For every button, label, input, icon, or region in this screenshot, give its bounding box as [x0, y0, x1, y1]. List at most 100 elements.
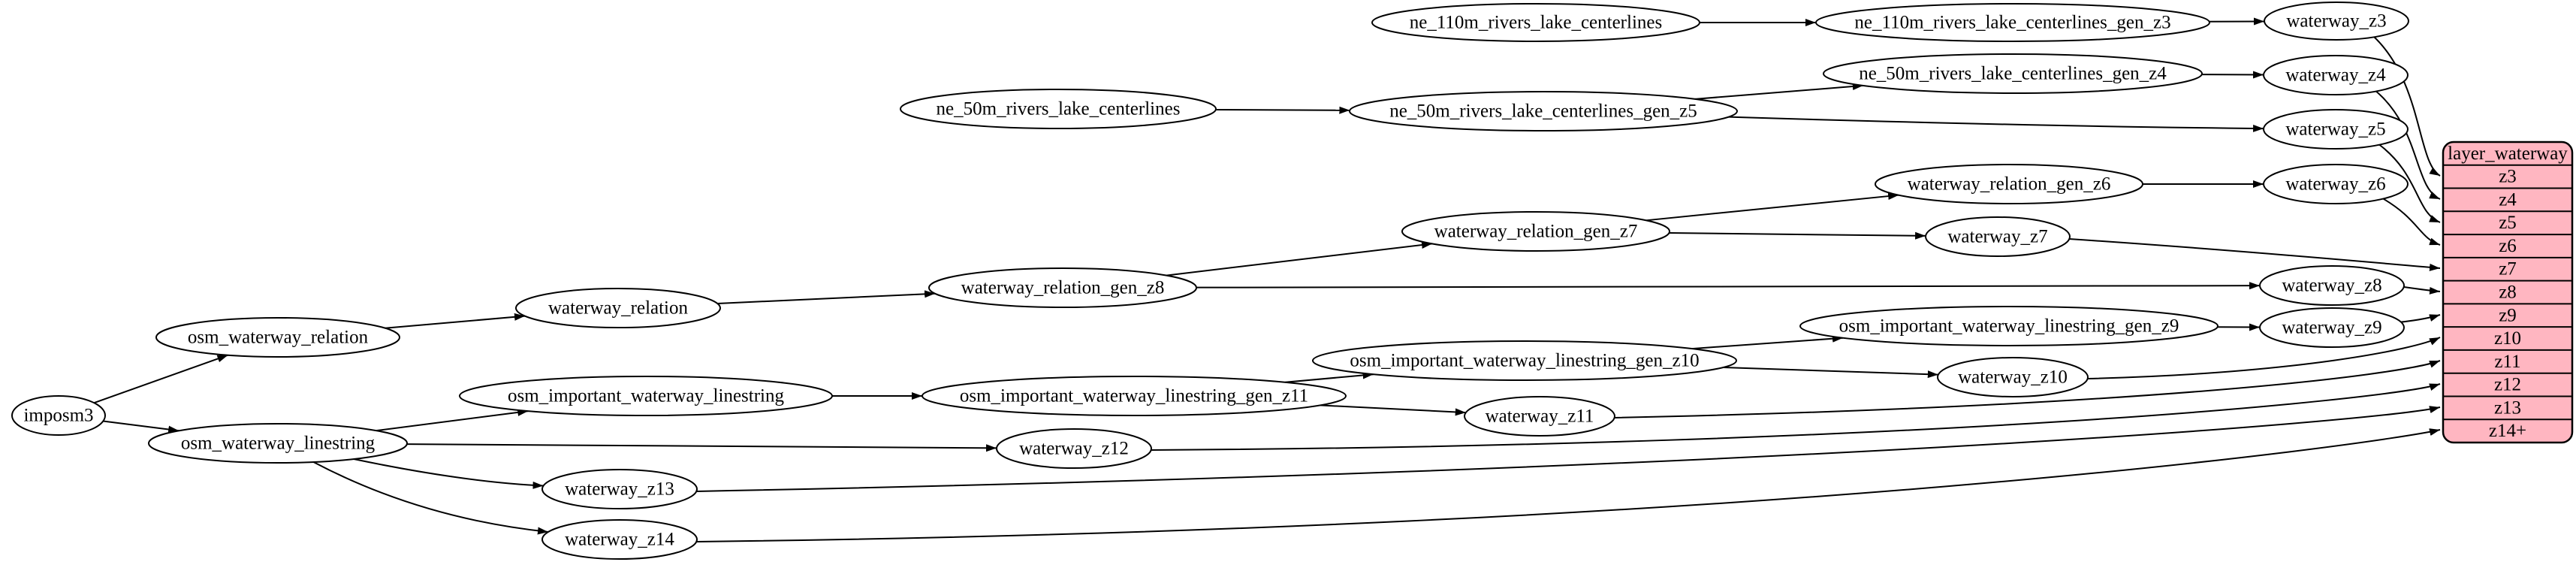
waterway_z13-label: waterway_z13 [565, 479, 674, 500]
waterway_relation_gen_z6-ellipse [1875, 164, 2143, 204]
waterway_z9-ellipse [2259, 307, 2405, 348]
ne_50m_rivers_lake_centerlines-ellipse [900, 89, 1217, 129]
edge-waterway_z6-to-row-z6 [2379, 196, 2441, 246]
table-frame [2442, 140, 2574, 444]
edge-waterway_z7-to-row-z7 [2068, 238, 2441, 271]
waterway_z9-label: waterway_z9 [2282, 318, 2381, 338]
table-row-z6: z6 [2499, 236, 2517, 256]
waterway_relation_gen_z7-label: waterway_relation_gen_z7 [1434, 222, 1638, 242]
edges-layer [93, 17, 2441, 542]
edge-waterway_z12-to-row-z12 [1150, 383, 2441, 451]
edge-osm_important_waterway_linestring_gen_z10-to-waterway_z10 [1723, 366, 1938, 379]
osm_important_waterway_linestring_gen_z9-ellipse [1799, 306, 2219, 346]
waterway_z5-ellipse [2263, 109, 2409, 150]
table-row-z10: z10 [2494, 328, 2521, 349]
table-row-z9: z9 [2499, 305, 2517, 325]
edge-imposm3-to-osm_waterway_relation [93, 354, 228, 404]
waterway_z10-label: waterway_z10 [1958, 367, 2068, 388]
node-waterway_z10: waterway_z10 [1937, 357, 2089, 397]
node-osm_waterway_linestring: osm_waterway_linestring [148, 423, 408, 464]
edge-waterway_relation_gen_z8-to-waterway_relation_gen_z7 [1166, 241, 1433, 276]
osm_waterway_linestring-label: osm_waterway_linestring [181, 434, 376, 454]
waterway_z6-label: waterway_z6 [2285, 174, 2385, 195]
edge-waterway_z8-to-row-z8 [2403, 286, 2441, 295]
edge-osm_important_waterway_linestring_gen_z11-to-waterway_z11 [1320, 404, 1466, 416]
table-row-z4: z4 [2499, 189, 2517, 210]
node-ne_110m_rivers_lake_centerlines_gen_z3: ne_110m_rivers_lake_centerlines_gen_z3 [1815, 3, 2210, 42]
edge-waterway_relation_gen_z8-to-waterway_z8 [1196, 282, 2261, 290]
waterway_z8-label: waterway_z8 [2282, 276, 2381, 296]
node-waterway_relation_gen_z8: waterway_relation_gen_z8 [928, 267, 1197, 308]
edge-waterway_z11-to-row-z11 [1613, 360, 2441, 418]
table-row-z8: z8 [2499, 282, 2517, 303]
osm_important_waterway_linestring_gen_z10-label: osm_important_waterway_linestring_gen_z1… [1350, 351, 1699, 371]
waterway_z11-label: waterway_z11 [1486, 406, 1594, 427]
imposm3-ellipse [11, 395, 106, 436]
ne_110m_rivers_lake_centerlines_gen_z3-ellipse [1815, 3, 2210, 42]
node-waterway_z9: waterway_z9 [2259, 307, 2405, 348]
edge-waterway_z10-to-row-z10 [2086, 337, 2441, 379]
node-osm_important_waterway_linestring_gen_z9: osm_important_waterway_linestring_gen_z9 [1799, 306, 2219, 346]
node-waterway_relation_gen_z6: waterway_relation_gen_z6 [1875, 164, 2143, 204]
osm_important_waterway_linestring_gen_z11-ellipse [922, 376, 1347, 416]
node-waterway_z5: waterway_z5 [2263, 109, 2409, 150]
waterway_z7-ellipse [1925, 216, 2071, 257]
edge-waterway_relation-to-waterway_relation_gen_z8 [717, 290, 936, 304]
table-row-z13: z13 [2494, 397, 2521, 418]
node-osm_waterway_relation: osm_waterway_relation [155, 317, 400, 358]
edge-ne_50m_rivers_lake_centerlines_gen_z5-to-waterway_z5 [1728, 116, 2264, 132]
waterway_z4-label: waterway_z4 [2285, 65, 2386, 86]
node-waterway_z13: waterway_z13 [541, 469, 698, 509]
table-row-z11: z11 [2494, 352, 2520, 372]
waterway_z5-label: waterway_z5 [2285, 119, 2385, 140]
waterway_z7-label: waterway_z7 [1947, 227, 2047, 247]
edge-waterway_z3-to-row-z3 [2372, 35, 2441, 177]
waterway_z4-ellipse [2263, 55, 2409, 95]
waterway_relation-ellipse [515, 288, 721, 328]
ne_110m_rivers_lake_centerlines_gen_z3-label: ne_110m_rivers_lake_centerlines_gen_z3 [1854, 13, 2170, 33]
edge-osm_waterway_linestring-to-osm_important_waterway_linestring [376, 408, 529, 432]
osm_waterway_linestring-ellipse [148, 423, 408, 464]
waterway_relation_gen_z7-ellipse [1401, 211, 1670, 252]
node-imposm3: imposm3 [11, 395, 106, 436]
edge-osm_waterway_linestring-to-waterway_z12 [406, 443, 997, 452]
node-waterway_z14: waterway_z14 [541, 519, 698, 560]
waterway_z14-label: waterway_z14 [565, 530, 674, 550]
table-row-z7: z7 [2499, 259, 2517, 279]
node-waterway_z7: waterway_z7 [1925, 216, 2071, 257]
osm_waterway_relation-ellipse [155, 317, 400, 358]
edge-waterway_relation_gen_z7-to-waterway_relation_gen_z6 [1645, 192, 1899, 222]
osm_waterway_relation-label: osm_waterway_relation [188, 328, 369, 348]
edge-osm_important_waterway_linestring_gen_z11-to-osm_important_waterway_linestring_gen_z10 [1285, 371, 1374, 383]
osm_important_waterway_linestring_gen_z9-label: osm_important_waterway_linestring_gen_z9 [1839, 316, 2179, 337]
imposm3-label: imposm3 [23, 406, 93, 426]
waterway_z12-label: waterway_z12 [1019, 439, 1129, 459]
edge-osm_important_waterway_linestring_gen_z10-to-osm_important_waterway_linestring_gen_z9 [1691, 334, 1844, 350]
osm_important_waterway_linestring_gen_z11-label: osm_important_waterway_linestring_gen_z1… [960, 386, 1308, 406]
waterway_relation_gen_z8-ellipse [928, 267, 1197, 308]
edge-waterway_relation_gen_z7-to-waterway_z7 [1669, 231, 1926, 240]
waterway_z11-ellipse [1464, 396, 1615, 437]
edge-ne_50m_rivers_lake_centerlines_gen_z5-to-ne_50m_rivers_lake_centerlines_gen_z4 [1694, 83, 1863, 100]
osm_important_waterway_linestring-label: osm_important_waterway_linestring [508, 386, 784, 406]
edge-waterway_z4-to-row-z4 [2374, 89, 2441, 200]
edge-waterway_z14-to-row-z14+ [695, 428, 2441, 542]
ne_50m_rivers_lake_centerlines_gen_z5-label: ne_50m_rivers_lake_centerlines_gen_z5 [1389, 101, 1697, 122]
ne_110m_rivers_lake_centerlines-ellipse [1371, 3, 1700, 42]
ne_50m_rivers_lake_centerlines_gen_z5-ellipse [1349, 91, 1738, 131]
osm_important_waterway_linestring-ellipse [459, 376, 833, 416]
table-title: layer_waterway [2448, 144, 2568, 164]
edge-imposm3-to-osm_waterway_linestring [103, 420, 179, 434]
waterway_relation-label: waterway_relation [548, 298, 689, 319]
edge-waterway_z13-to-row-z13 [695, 406, 2441, 492]
waterway_z8-ellipse [2259, 265, 2405, 306]
node-waterway_z4: waterway_z4 [2263, 55, 2409, 95]
edge-osm_waterway_relation-to-waterway_relation [385, 313, 526, 329]
node-waterway_relation_gen_z7: waterway_relation_gen_z7 [1401, 211, 1670, 252]
osm_important_waterway_linestring_gen_z10-ellipse [1312, 340, 1737, 381]
node-osm_important_waterway_linestring_gen_z10: osm_important_waterway_linestring_gen_z1… [1312, 340, 1737, 381]
edge-waterway_z5-to-row-z5 [2377, 143, 2441, 223]
waterway_z10-ellipse [1937, 357, 2089, 397]
node-waterway_z3: waterway_z3 [2264, 2, 2409, 41]
